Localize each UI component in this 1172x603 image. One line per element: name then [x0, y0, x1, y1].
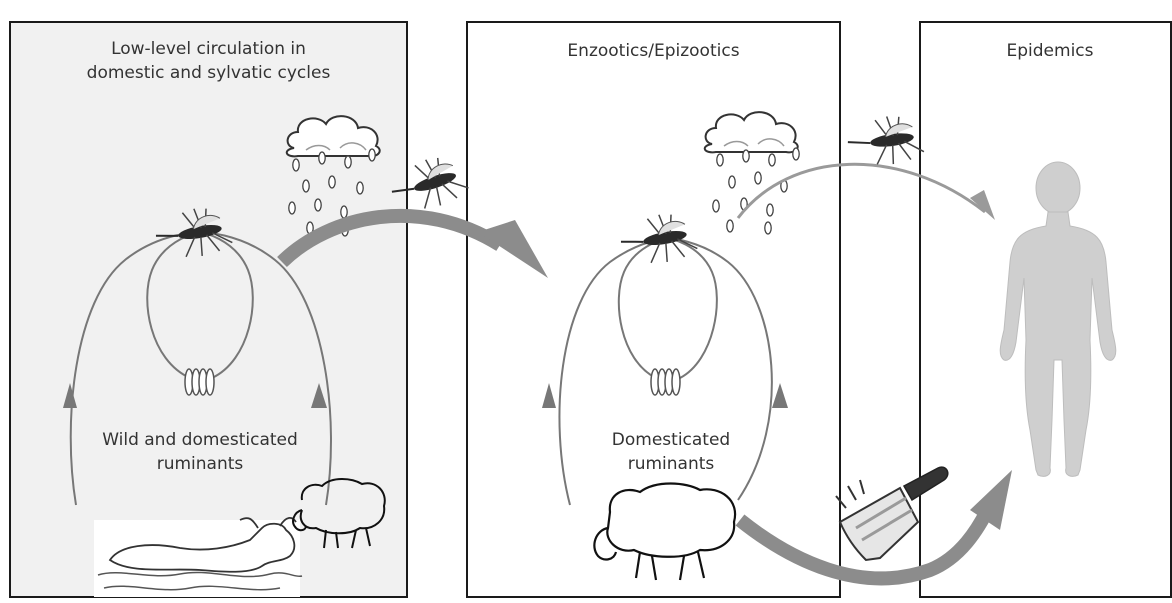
host-label-domesticated: Domesticated ruminants [576, 428, 766, 476]
panel-title-enzootics: Enzootics/Epizootics [480, 39, 827, 63]
mosquito-icon [845, 112, 925, 170]
buffalo-icon [94, 518, 302, 597]
host-label-line: Wild and domesticated [80, 428, 320, 452]
panel-low-level [10, 22, 407, 597]
host-label-line: ruminants [576, 452, 766, 476]
panel-title-epidemics: Epidemics [975, 39, 1125, 63]
egg-cluster-icon [185, 369, 214, 395]
host-label-line: ruminants [80, 452, 320, 476]
panel-title-line: domestic and sylvatic cycles [87, 63, 331, 83]
panel-title-low-level: Low-level circulation in domestic and sy… [36, 37, 381, 85]
panel-title-line: Low-level circulation in [111, 39, 306, 59]
panel-title-line: Epidemics [1007, 41, 1094, 61]
panel-title-line: Enzootics/Epizootics [567, 41, 739, 61]
egg-cluster-icon [651, 369, 680, 395]
host-label-line: Domesticated [576, 428, 766, 452]
host-label-wild-and-domesticated: Wild and domesticated ruminants [80, 428, 320, 476]
